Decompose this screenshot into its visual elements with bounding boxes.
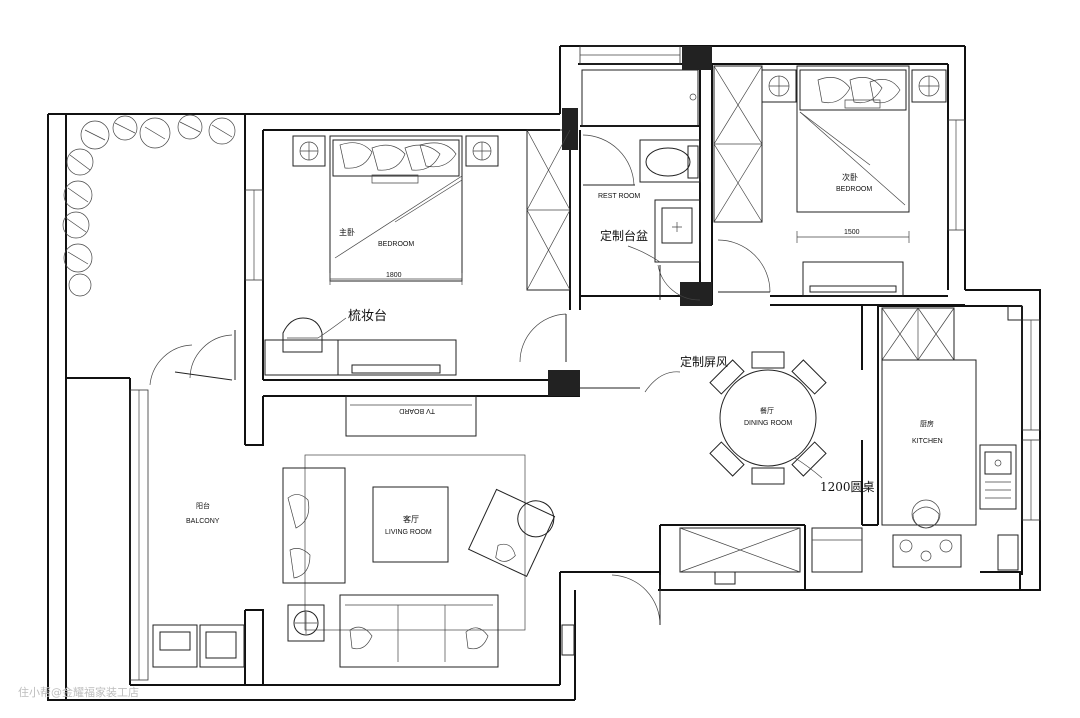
dining-area	[580, 351, 863, 626]
tv-board-label: TV BOARD	[399, 407, 435, 414]
custom-basin-label: 定制台盆	[600, 228, 648, 243]
master-bedroom-en: BEDROOM	[378, 241, 414, 248]
kitchen-en: KITCHEN	[912, 438, 943, 445]
round-table-label: 1200圆桌	[820, 480, 875, 494]
guest-bath	[581, 69, 701, 301]
second-bed-dimension: 1500	[844, 229, 860, 236]
second-bedroom	[713, 65, 947, 297]
plant-cluster	[62, 114, 236, 297]
dining-cn: 餐厅	[760, 406, 774, 415]
structural-columns	[548, 46, 712, 396]
vanity-label: 梳妆台	[348, 309, 387, 324]
rest-room-label: REST ROOM	[598, 193, 640, 200]
dining-en: DINING ROOM	[744, 420, 792, 427]
tv-board	[345, 395, 477, 437]
kitchen	[881, 305, 1023, 571]
balcony-cn: 阳台	[196, 501, 210, 510]
master-bedroom	[264, 129, 571, 376]
custom-screen-label: 定制屏风	[680, 354, 728, 369]
second-bedroom-en: BEDROOM	[836, 186, 872, 193]
living-en: LIVING ROOM	[385, 529, 432, 536]
living-cn: 客厅	[403, 514, 419, 524]
outer-walls	[47, 45, 1041, 701]
master-bedroom-cn: 主卧	[339, 227, 355, 237]
balcony	[149, 330, 245, 668]
kitchen-cn: 厨房	[920, 419, 934, 428]
second-bedroom-cn: 次卧	[842, 172, 858, 182]
living-room	[282, 454, 575, 668]
balcony-en: BALCONY	[186, 518, 220, 525]
windows	[129, 45, 1041, 681]
watermark-text: 住小帮@金耀福家装工店	[18, 685, 139, 699]
master-bed-dimension: 1800	[386, 272, 402, 279]
